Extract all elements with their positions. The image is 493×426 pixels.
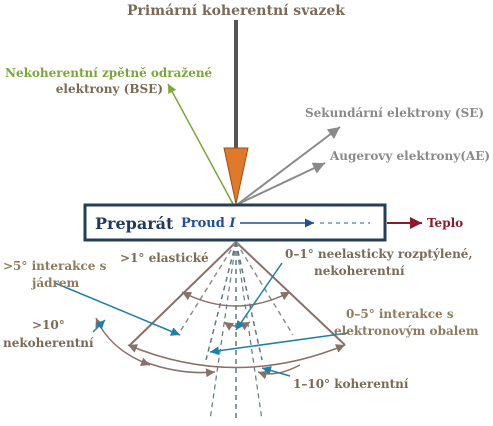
inelastic-label-line1: 0–1° neelasticky rozptýlené,	[285, 247, 473, 261]
coherent-pointer	[261, 366, 291, 377]
primary-beam-arrowhead	[223, 147, 249, 205]
incoherent10-label-line1: >10°	[32, 318, 65, 332]
bse-label-line1: Nekoherentní zpětně odražené	[5, 66, 213, 80]
coherent-label: 1–10° koherentní	[293, 377, 409, 391]
specimen-box	[83, 203, 387, 242]
nucleus-pointer	[54, 282, 181, 336]
ae-label: Augerovy elektrony(AE)	[329, 149, 490, 163]
se-label: Sekundární elektrony (SE)	[305, 106, 484, 120]
bse-label-line2: elektrony (BSE)	[56, 82, 163, 96]
dashed-ray-2	[205, 241, 237, 361]
arc-wide	[127, 344, 346, 369]
specimen-label: Preparát	[95, 214, 174, 233]
shell-label-line2: elektronovým obalem	[334, 324, 479, 338]
dashed-ray-1	[177, 241, 237, 336]
se-arrow	[237, 126, 341, 205]
current-label: Proud I	[181, 216, 236, 231]
arc-coherent-bottom	[144, 361, 216, 378]
shell-label-line1: 0–5° interakce s	[346, 307, 454, 321]
arc-elastic	[181, 291, 291, 307]
heat-label: Teplo	[427, 216, 463, 230]
elastic-label: >1° elastické	[120, 251, 209, 265]
nucleus-label-line1: >5° interakce s	[3, 259, 107, 273]
nucleus-label-line2: jádrem	[31, 276, 79, 290]
incoherent10-label-line2: nekoherentní	[3, 336, 94, 350]
arc-inner-small	[223, 321, 251, 331]
title-text: Primární koherentní svazek	[127, 3, 345, 19]
inelastic-pointer	[235, 262, 283, 331]
cone-right-edge	[235, 241, 346, 346]
shell-pointer	[209, 332, 349, 356]
incoherent10-pointer	[92, 319, 106, 333]
ae-arrow	[237, 162, 326, 205]
dashed-ray-6	[209, 241, 237, 421]
dashed-ray-4	[235, 241, 263, 361]
dashed-ray-7	[235, 241, 263, 421]
inelastic-label-line2: nekoherentní	[314, 264, 405, 278]
arc-coherent-right	[257, 364, 301, 380]
arc-incoherent10	[95, 317, 151, 367]
bse-arrow	[167, 83, 234, 205]
